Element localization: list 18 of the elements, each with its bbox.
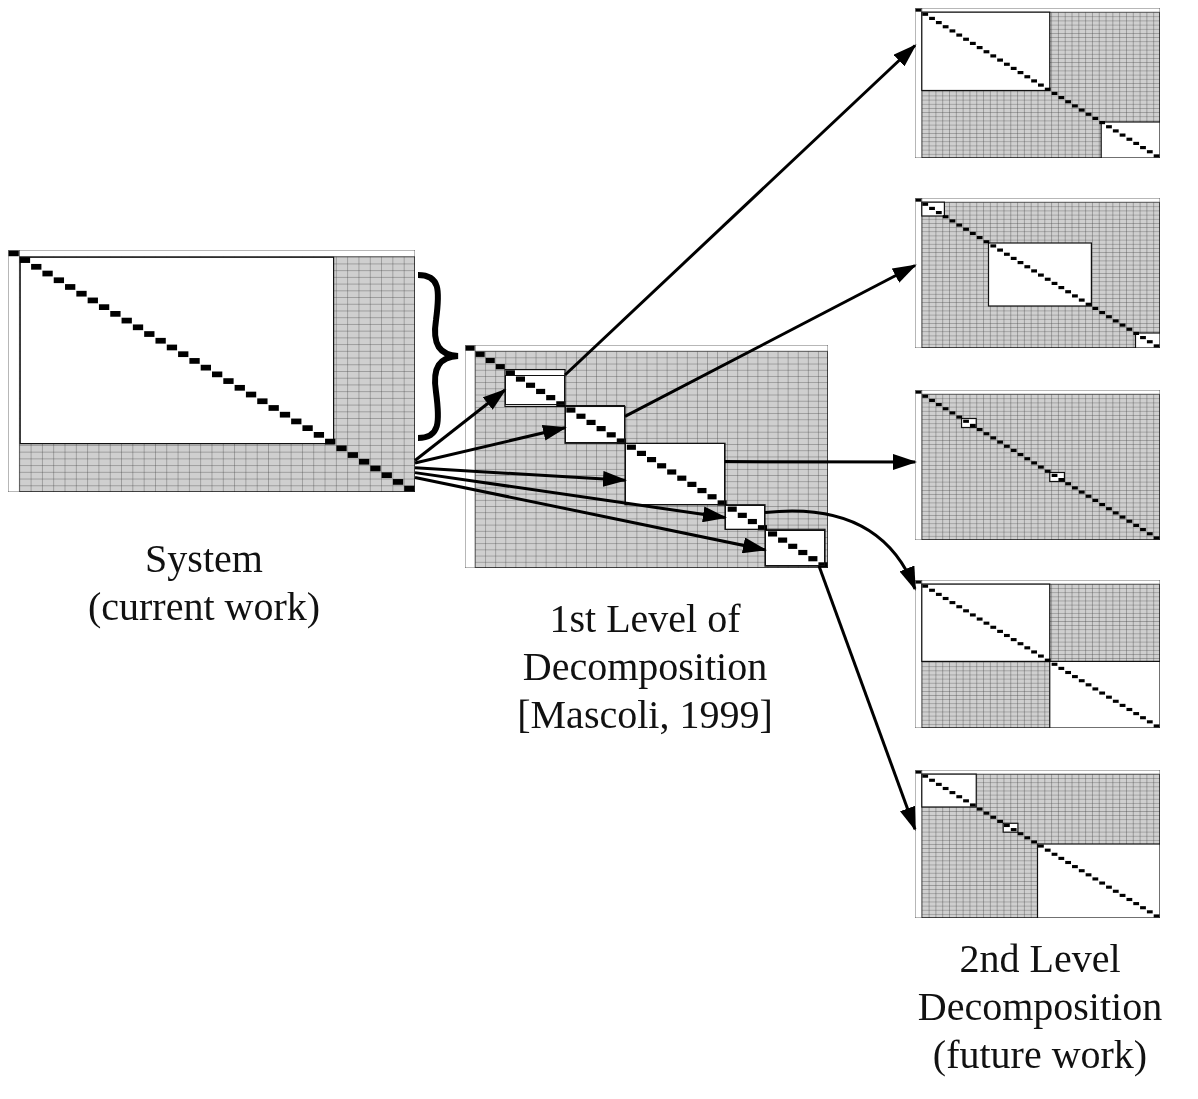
caption-text: System (current work) [86, 535, 322, 631]
arrow [764, 509, 917, 591]
arrow [563, 44, 917, 377]
arrow [414, 476, 767, 554]
arrow [414, 388, 507, 462]
matrix-block [765, 530, 825, 566]
arrow [725, 453, 917, 470]
matrix-block [625, 443, 725, 505]
arrow [624, 264, 917, 418]
arrow [817, 565, 917, 832]
matrix-block [505, 375, 565, 405]
arrow [414, 471, 727, 523]
caption-text: 2nd Level Decomposition (future work) [916, 935, 1164, 1079]
matrix-block [725, 505, 765, 530]
arrow [414, 425, 567, 465]
matrix-block [565, 405, 625, 443]
arrow [414, 466, 627, 487]
caption-text: 1st Level of Decomposition [Mascoli, 1999] [516, 595, 774, 739]
